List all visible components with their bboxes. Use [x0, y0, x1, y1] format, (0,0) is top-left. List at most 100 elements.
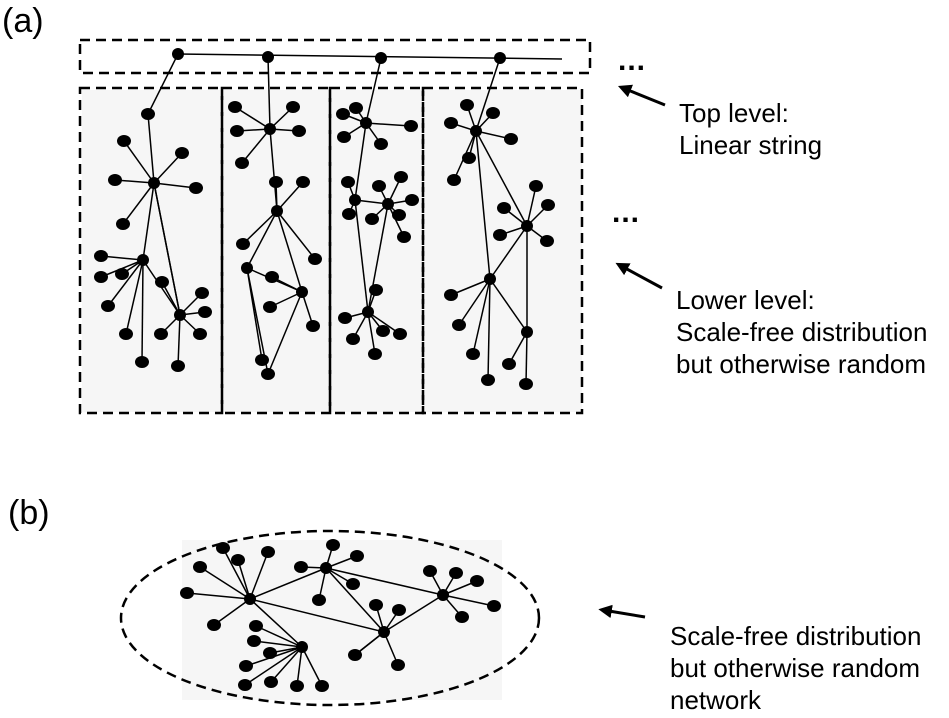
network-edge [241, 128, 271, 164]
network-node [189, 182, 203, 194]
network-edge [199, 566, 251, 600]
network-edge [177, 314, 181, 367]
top-level-arrow [617, 84, 666, 107]
panel-b-background [182, 540, 502, 700]
network-edge [301, 646, 323, 687]
network-node [342, 208, 356, 220]
network-edge [186, 592, 251, 600]
network-edge [489, 278, 528, 333]
network-node [338, 312, 352, 324]
lower-level-note: Lower level: Scale-free distribution but… [676, 284, 927, 380]
network-edge [234, 106, 271, 130]
network-edge [475, 130, 491, 280]
network-node [368, 348, 382, 360]
network-node [171, 360, 185, 372]
network-edge [354, 199, 369, 313]
network-node [193, 561, 207, 573]
network-edge [141, 259, 144, 363]
network-edge [147, 113, 155, 184]
network-node [470, 125, 482, 137]
network-edge [242, 210, 278, 245]
network-node [306, 320, 320, 332]
cluster-4-container [421, 86, 584, 415]
network-edge [249, 598, 385, 633]
network-node [502, 358, 516, 370]
network-node [264, 123, 276, 135]
network-edge [489, 225, 528, 280]
network-node [119, 328, 133, 340]
network-edge [153, 152, 183, 184]
network-node [175, 147, 189, 159]
network-node [487, 600, 501, 612]
network-edge [296, 646, 303, 687]
network-edge [249, 551, 269, 600]
network-node [231, 554, 245, 566]
network-node [294, 561, 308, 573]
network-edge [267, 56, 271, 130]
top-level-node [375, 52, 387, 64]
network-node [249, 620, 263, 632]
network-node [261, 546, 275, 558]
network-edge [383, 594, 444, 633]
lower-level-ellipsis: ... [612, 196, 641, 229]
network-edge [472, 278, 491, 355]
network-node [452, 319, 466, 331]
network-node [271, 205, 283, 217]
hub-node [320, 562, 332, 574]
network-node [392, 604, 406, 616]
network-node [292, 125, 306, 137]
network-node [108, 174, 122, 186]
network-node [198, 306, 212, 318]
network-edge [100, 255, 144, 261]
cluster-1-container [78, 86, 224, 415]
network-node [341, 176, 355, 188]
network-node [315, 680, 329, 692]
network-node [349, 102, 363, 114]
network-node [519, 378, 533, 390]
lower-level-arrow [615, 262, 663, 290]
network-node [484, 273, 496, 285]
lower-level-note-line-3: but otherwise random [676, 349, 927, 379]
network-node [394, 171, 408, 183]
network-edge [365, 122, 412, 127]
cluster-2-container [220, 86, 332, 415]
network-node [470, 575, 484, 587]
network-node [360, 117, 372, 129]
top-level-node [262, 51, 274, 63]
network-node [391, 659, 405, 671]
network-node [336, 108, 350, 120]
hub-node [244, 593, 256, 605]
network-edge [161, 281, 181, 316]
network-node [504, 133, 518, 145]
network-edge [107, 259, 144, 307]
network-node [193, 328, 207, 340]
network-node [265, 271, 279, 283]
top-level-node [172, 48, 184, 60]
network-node [195, 287, 209, 299]
network-edge [442, 594, 495, 607]
hub-node [378, 626, 390, 638]
network-node [141, 108, 155, 120]
network-node [350, 550, 364, 562]
network-node [261, 368, 275, 380]
network-node [486, 107, 500, 119]
top-level-note-line-1: Top level: [679, 98, 789, 128]
network-node [444, 289, 458, 301]
network-node [393, 328, 407, 340]
network-edge [267, 291, 303, 375]
network-node [148, 177, 160, 189]
top-level-node [494, 52, 506, 64]
network-node [497, 202, 511, 214]
network-node [349, 194, 361, 206]
network-node [269, 176, 283, 188]
network-node [155, 276, 169, 288]
cluster-3-container [328, 86, 425, 415]
network-node [154, 328, 168, 340]
network-node [312, 594, 326, 606]
network-node [447, 174, 461, 186]
network-node [115, 268, 129, 280]
network-edge [222, 547, 251, 600]
network-edge [325, 567, 385, 633]
network-edge [122, 182, 155, 225]
